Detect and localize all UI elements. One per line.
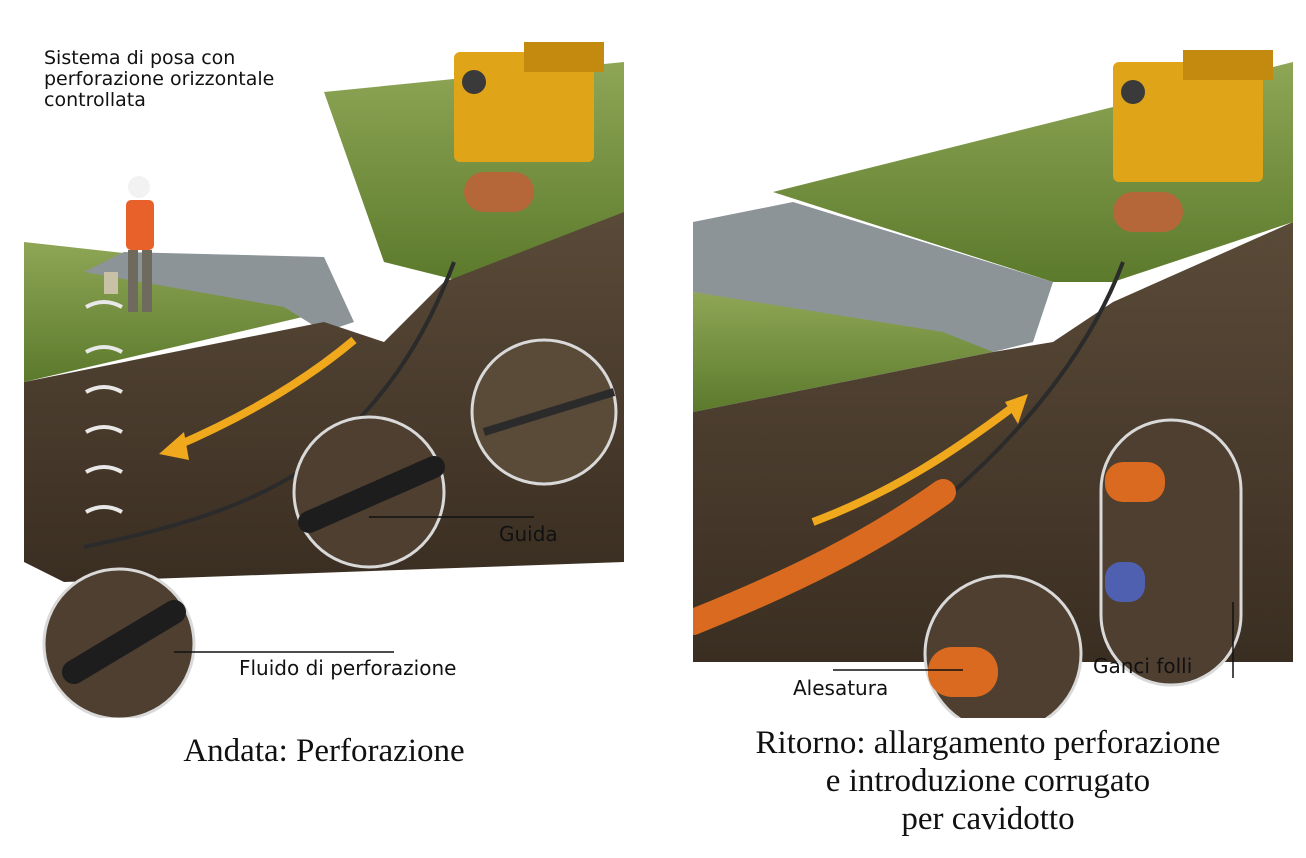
drill-path bbox=[951, 261, 1125, 494]
drilling-rig bbox=[454, 42, 604, 212]
scene-title-line-3: controllata bbox=[44, 89, 146, 111]
left-drilling-scene bbox=[24, 42, 624, 718]
canal-water bbox=[693, 202, 1053, 352]
scene-title-line-1: Sistema di posa con bbox=[44, 47, 236, 69]
right-reaming-scene bbox=[693, 50, 1293, 718]
grass-left bbox=[693, 292, 993, 412]
scene-title: Sistema di posa con perforazione orizzon… bbox=[44, 48, 424, 111]
direction-arrowhead bbox=[159, 432, 189, 460]
guide-label: Guida bbox=[499, 522, 558, 546]
fluid-label: Fluido di perforazione bbox=[239, 656, 457, 680]
right-illustration: Alesatura Ganci folli bbox=[693, 22, 1293, 718]
worker-figure bbox=[104, 176, 154, 312]
right-caption: Ritorno: allargamento perforazione e int… bbox=[670, 724, 1306, 838]
direction-arrow bbox=[811, 403, 1016, 526]
right-caption-line-3: per cavidotto bbox=[901, 801, 1075, 837]
locator-signal bbox=[85, 300, 123, 514]
left-illustration: Sistema di posa con perforazione orizzon… bbox=[24, 22, 624, 718]
scene-title-line-2: perforazione orizzontale bbox=[44, 68, 275, 90]
reaming-label: Alesatura bbox=[793, 676, 889, 700]
direction-arrow bbox=[172, 336, 357, 451]
left-caption: Andata: Perforazione bbox=[183, 733, 465, 769]
right-caption-line-2: e introduzione corrugato bbox=[825, 763, 1151, 799]
corrugated-pipe bbox=[693, 479, 956, 635]
drilling-rig bbox=[1113, 50, 1273, 232]
detail-oval-swivels bbox=[1099, 418, 1243, 687]
right-caption-line-1: Ritorno: allargamento perforazione bbox=[755, 725, 1221, 761]
swivels-label: Ganci folli bbox=[1093, 654, 1193, 678]
soil-section bbox=[24, 212, 624, 582]
direction-arrowhead bbox=[1005, 394, 1028, 424]
